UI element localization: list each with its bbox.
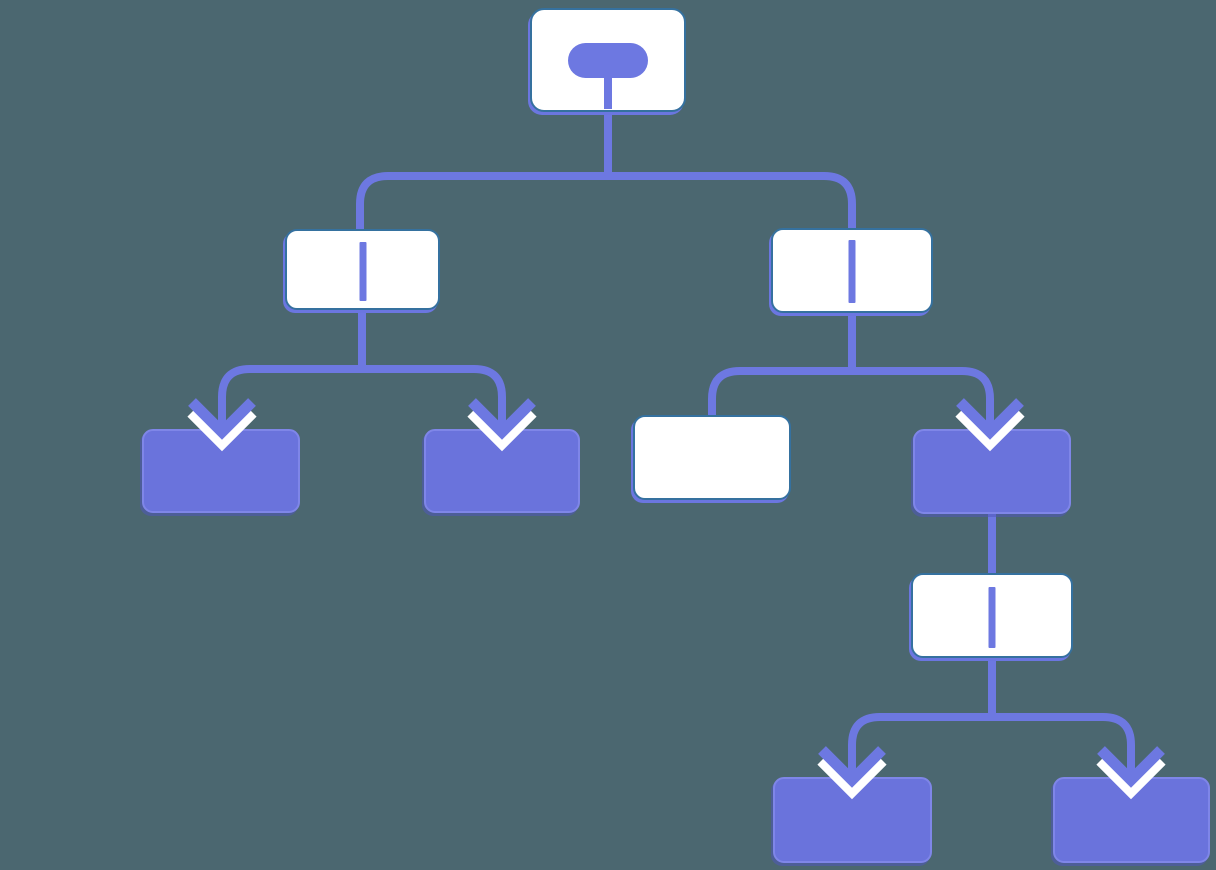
edge-root-branch xyxy=(356,172,856,233)
node-leaf-f[interactable] xyxy=(773,777,932,863)
start-pill-stem-icon xyxy=(604,76,612,109)
vertical-bar-icon xyxy=(848,240,856,303)
node-blank[interactable] xyxy=(633,415,791,500)
node-leaf-d[interactable] xyxy=(913,429,1071,514)
edge-right-branch xyxy=(708,367,994,426)
vertical-bar-icon xyxy=(359,242,366,301)
edge-bottom-branch xyxy=(848,713,1135,774)
node-branch-right[interactable] xyxy=(771,228,933,313)
start-pill-icon xyxy=(568,43,648,78)
node-leaf-b[interactable] xyxy=(424,429,580,513)
edge-left-branch xyxy=(218,365,506,426)
vertical-bar-icon xyxy=(988,587,996,648)
node-root[interactable] xyxy=(530,8,686,112)
node-branch-left[interactable] xyxy=(285,229,440,310)
node-leaf-g[interactable] xyxy=(1053,777,1210,863)
node-branch-bottom[interactable] xyxy=(911,573,1073,658)
node-leaf-a[interactable] xyxy=(142,429,300,513)
